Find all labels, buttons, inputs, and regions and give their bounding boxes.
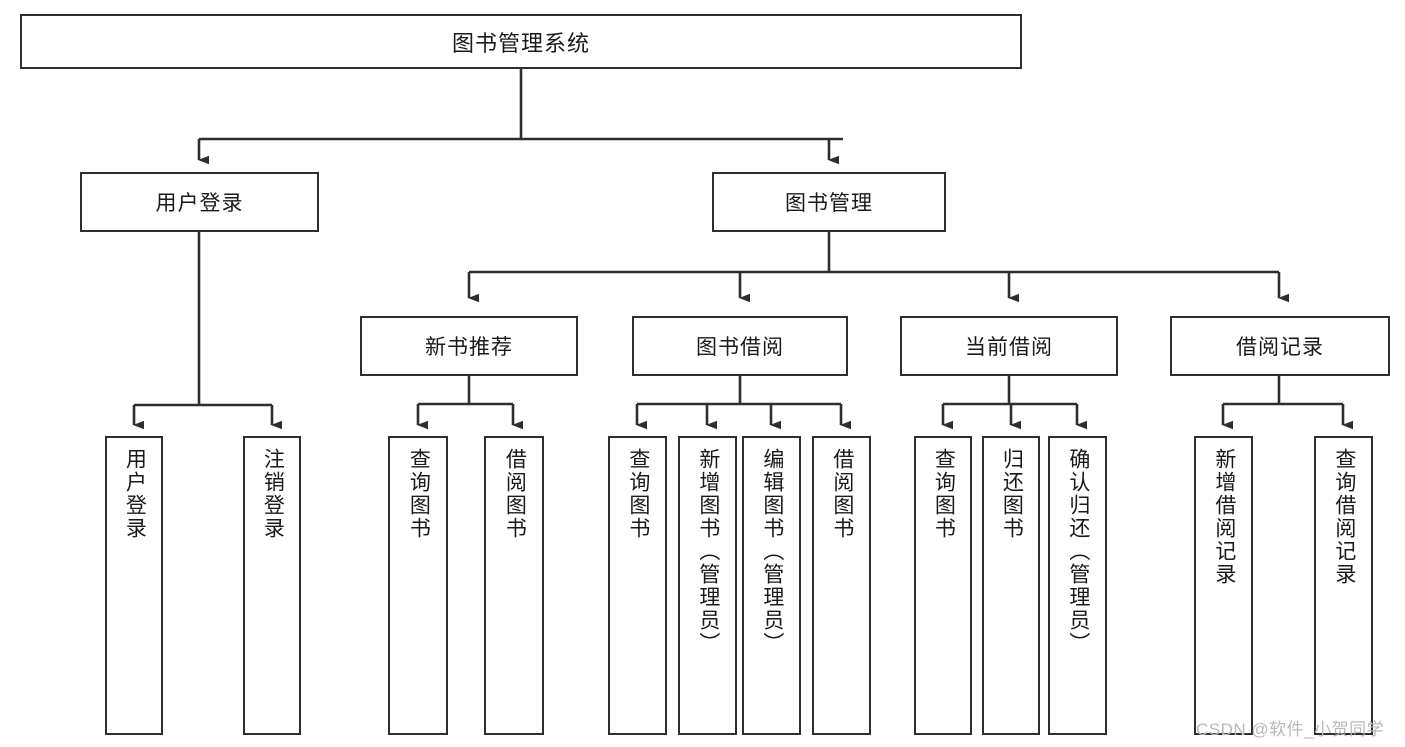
- node-new-book-recommend-label: 新书推荐: [425, 336, 513, 359]
- node-book-borrow[interactable]: 图书借阅: [632, 316, 848, 376]
- node-leaf-borrow-add-label: 新增图书（管理员）: [696, 448, 720, 655]
- node-leaf-user-login[interactable]: 用户登录: [105, 436, 163, 735]
- node-leaf-newbook-query-label: 查询图书: [407, 448, 431, 540]
- node-leaf-current-query-label: 查询图书: [932, 448, 956, 540]
- node-leaf-records-query[interactable]: 查询借阅记录: [1314, 436, 1373, 735]
- node-leaf-current-confirm[interactable]: 确认归还（管理员）: [1048, 436, 1107, 735]
- node-borrow-records-label: 借阅记录: [1236, 336, 1324, 359]
- node-leaf-borrow-add[interactable]: 新增图书（管理员）: [678, 436, 737, 735]
- csdn-watermark: CSDN @软件_小贺同学: [1196, 720, 1385, 739]
- node-leaf-borrow-lend-label: 借阅图书: [830, 448, 854, 540]
- node-book-management[interactable]: 图书管理: [712, 172, 946, 232]
- node-leaf-user-login-label: 用户登录: [123, 448, 147, 540]
- node-leaf-user-logout-label: 注销登录: [261, 448, 285, 540]
- node-leaf-records-query-label: 查询借阅记录: [1332, 448, 1356, 586]
- node-user-login[interactable]: 用户登录: [80, 172, 319, 232]
- node-book-management-label: 图书管理: [785, 192, 873, 215]
- node-leaf-borrow-lend[interactable]: 借阅图书: [812, 436, 871, 735]
- node-leaf-borrow-edit[interactable]: 编辑图书（管理员）: [742, 436, 801, 735]
- node-borrow-records[interactable]: 借阅记录: [1170, 316, 1390, 376]
- node-leaf-newbook-borrow[interactable]: 借阅图书: [484, 436, 544, 735]
- node-leaf-borrow-edit-label: 编辑图书（管理员）: [760, 448, 784, 655]
- node-leaf-records-add-label: 新增借阅记录: [1212, 448, 1236, 586]
- node-leaf-borrow-query-label: 查询图书: [626, 448, 650, 540]
- node-leaf-current-return[interactable]: 归还图书: [982, 436, 1040, 735]
- node-leaf-user-logout[interactable]: 注销登录: [243, 436, 301, 735]
- node-leaf-current-confirm-label: 确认归还（管理员）: [1066, 448, 1090, 655]
- node-leaf-newbook-query[interactable]: 查询图书: [388, 436, 448, 735]
- node-leaf-current-return-label: 归还图书: [1000, 448, 1024, 540]
- node-leaf-records-add[interactable]: 新增借阅记录: [1194, 436, 1253, 735]
- node-current-borrow[interactable]: 当前借阅: [900, 316, 1118, 376]
- node-book-borrow-label: 图书借阅: [696, 336, 784, 359]
- node-leaf-borrow-query[interactable]: 查询图书: [608, 436, 667, 735]
- node-leaf-newbook-borrow-label: 借阅图书: [503, 448, 527, 540]
- node-current-borrow-label: 当前借阅: [965, 336, 1053, 359]
- node-user-login-label: 用户登录: [155, 192, 244, 215]
- node-root[interactable]: 图书管理系统: [20, 14, 1022, 69]
- node-root-label: 图书管理系统: [451, 30, 590, 56]
- node-leaf-current-query[interactable]: 查询图书: [914, 436, 972, 735]
- node-new-book-recommend[interactable]: 新书推荐: [360, 316, 578, 376]
